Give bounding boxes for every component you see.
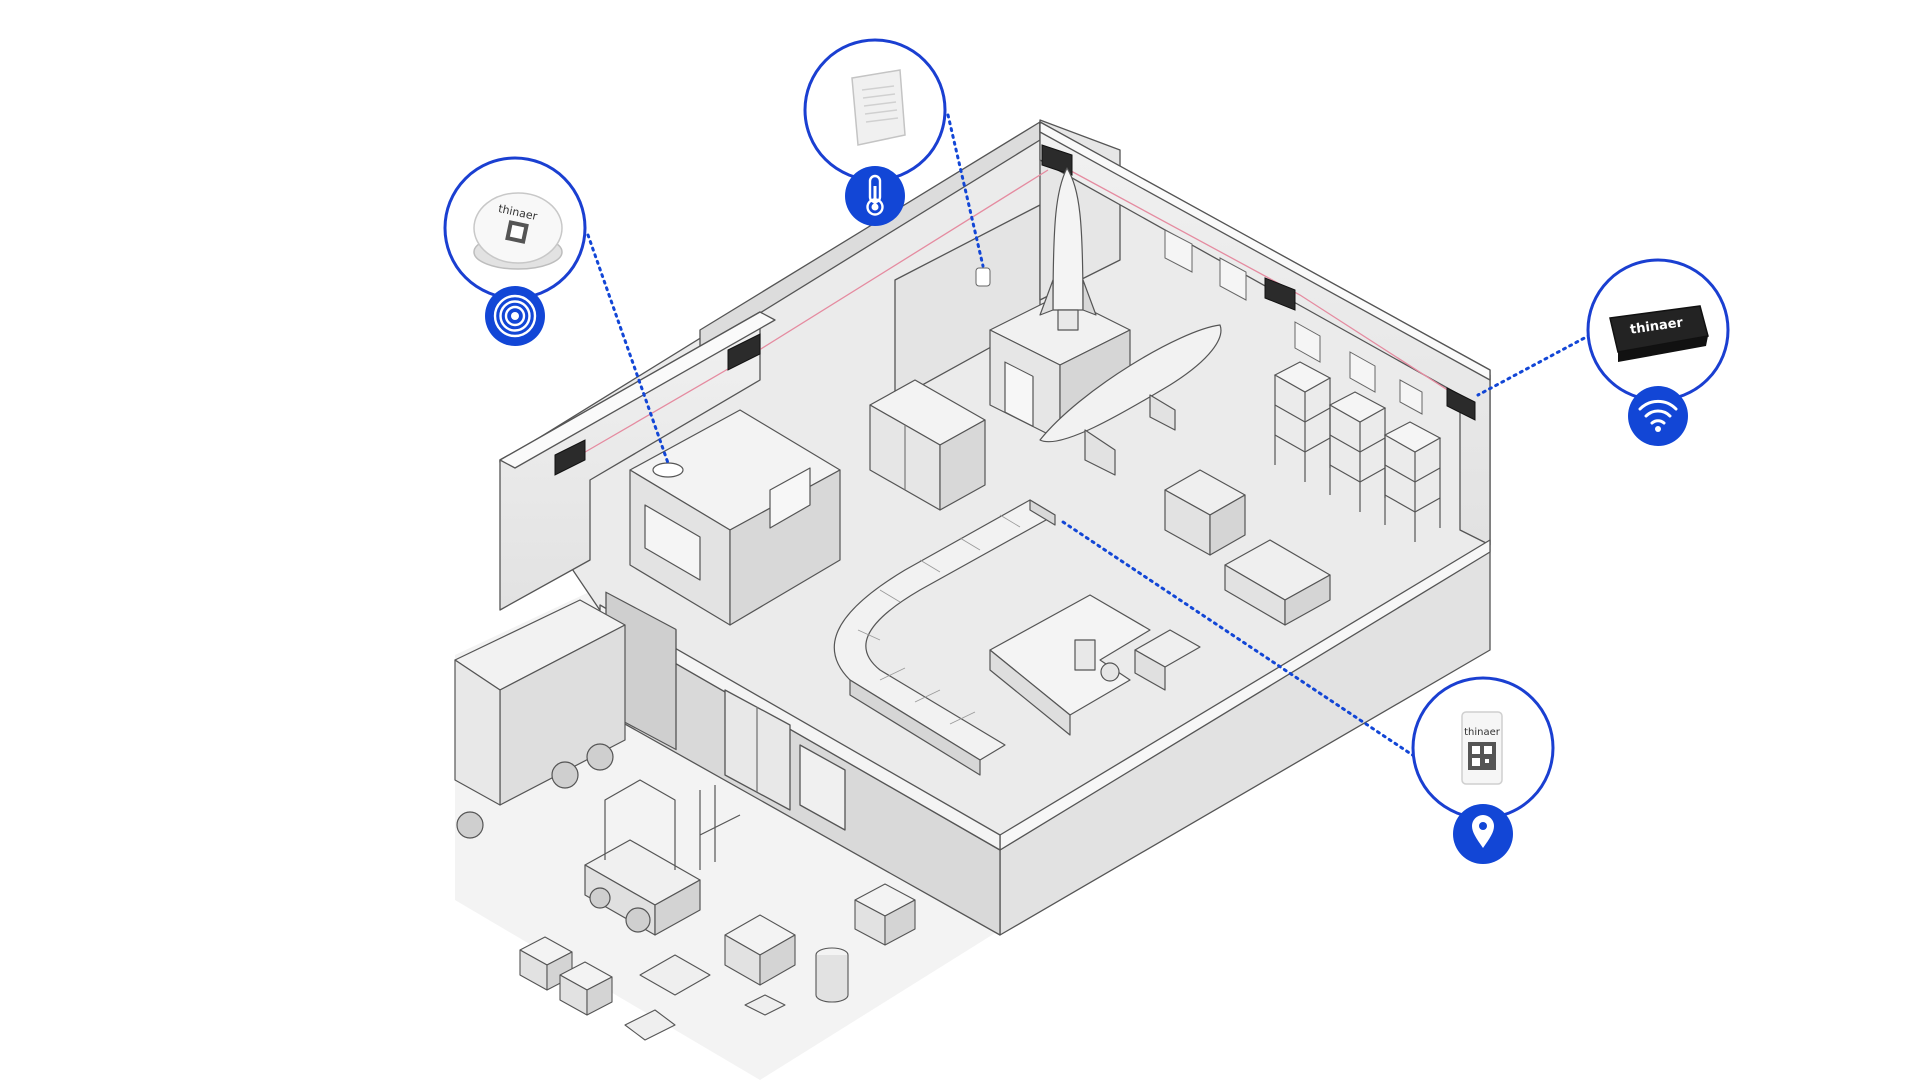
connector-asset-tag bbox=[1058, 518, 1422, 762]
rocket bbox=[1039, 167, 1097, 331]
back-right-wall-top bbox=[1039, 121, 1491, 381]
wall-sensor-1 bbox=[554, 439, 586, 476]
gateway-device-label: thinaer bbox=[1629, 315, 1684, 337]
callout-gateway[interactable]: thinaer bbox=[1586, 258, 1730, 446]
worker bbox=[1100, 662, 1120, 682]
crate-1 bbox=[519, 936, 573, 991]
wall-sensor-5 bbox=[1446, 387, 1476, 421]
crates-and-pallets bbox=[519, 883, 916, 1041]
flat-pallet bbox=[639, 954, 711, 996]
left-wall-top bbox=[499, 311, 776, 469]
panel-door bbox=[799, 744, 846, 831]
callout-temp-sensor[interactable] bbox=[803, 38, 947, 226]
thermometer-icon bbox=[845, 166, 905, 226]
temp-sensor-device bbox=[851, 69, 906, 146]
stairs bbox=[624, 1009, 676, 1041]
forklift bbox=[584, 779, 741, 936]
airframe-fuselage bbox=[1039, 324, 1222, 476]
pallet-stack bbox=[724, 914, 796, 986]
barrel bbox=[815, 947, 849, 1003]
beacon-on-machine bbox=[652, 462, 684, 478]
callout-beacon[interactable]: thinaer bbox=[443, 156, 587, 346]
wall-sensor-3 bbox=[1041, 144, 1073, 176]
small-box bbox=[744, 994, 786, 1016]
crate-3 bbox=[854, 883, 916, 946]
wall-temperature-sensor bbox=[975, 267, 991, 287]
workstation-desk bbox=[989, 594, 1151, 736]
asset-tag-device-label: thinaer bbox=[1464, 727, 1501, 738]
delivery-truck bbox=[454, 599, 626, 839]
wall-vents bbox=[1164, 229, 1423, 415]
connector-temp-sensor bbox=[946, 113, 985, 268]
storage-shelves bbox=[1273, 361, 1442, 542]
cnc-machine bbox=[629, 409, 841, 626]
crate-2 bbox=[559, 961, 613, 1016]
callout-connectors bbox=[586, 113, 1592, 762]
wall-sensors bbox=[554, 144, 1476, 476]
building bbox=[455, 119, 1491, 1080]
shelf-unit-1 bbox=[1273, 361, 1332, 482]
wall-sensor-4 bbox=[1264, 277, 1296, 311]
callout-asset-tag[interactable]: thinaer bbox=[1411, 676, 1555, 864]
shelf-unit-3 bbox=[1383, 421, 1442, 542]
wall-sensor-2 bbox=[727, 333, 761, 371]
conveyor-belt bbox=[833, 499, 1056, 776]
cabinet-unit bbox=[869, 379, 986, 511]
wifi-icon bbox=[1628, 386, 1688, 446]
location-pin-icon bbox=[1453, 804, 1513, 864]
connector-beacon bbox=[586, 233, 670, 465]
broadcast-icon bbox=[485, 286, 545, 346]
connector-gateway bbox=[1476, 333, 1592, 397]
lab-equipment bbox=[1134, 469, 1331, 691]
